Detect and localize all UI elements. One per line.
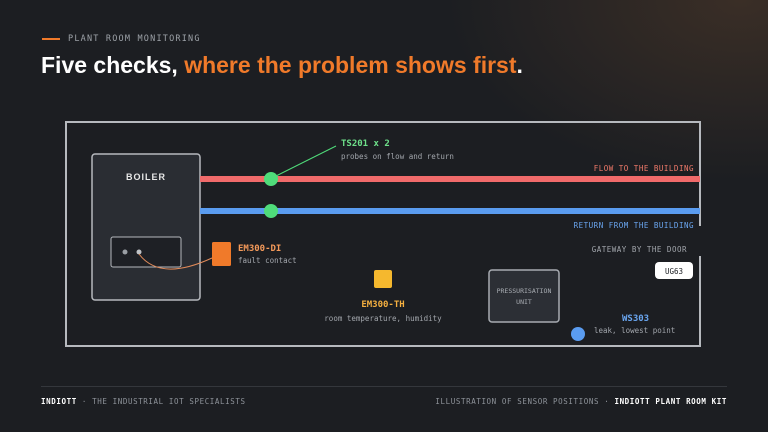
eyebrow-text: PLANT ROOM MONITORING	[68, 34, 201, 44]
gateway-device	[655, 262, 693, 279]
pressurisation-label-1: PRESSURISATION	[497, 287, 552, 295]
footer-divider	[41, 386, 727, 387]
pressurisation-label-2: UNIT	[516, 298, 532, 306]
page-title: Five checks, where the problem shows fir…	[41, 52, 523, 79]
ws303-sensor	[571, 327, 585, 341]
ts201-flow-probe	[264, 172, 278, 186]
ts201-return-probe	[264, 204, 278, 218]
footer-brand-name: INDIOTT	[41, 397, 77, 406]
panel-indicator-1	[122, 249, 128, 255]
gateway-label: GATEWAY BY THE DOOR	[592, 245, 687, 254]
gateway-device-label: UG63	[665, 267, 683, 276]
pressurisation-unit	[488, 269, 560, 323]
flow-label: FLOW TO THE BUILDING	[594, 164, 694, 173]
em300th-sensor	[374, 270, 392, 288]
footer-tagline: · THE INDUSTRIAL IOT SPECIALISTS	[76, 397, 246, 406]
boiler-label: BOILER	[126, 172, 166, 182]
boiler-control-panel	[110, 236, 182, 268]
footer-caption: ILLUSTRATION OF SENSOR POSITIONS · INDIO…	[435, 397, 727, 406]
eyebrow: PLANT ROOM MONITORING	[42, 33, 201, 45]
em300di-desc: fault contact	[238, 256, 297, 265]
ws303-desc: leak, lowest point	[594, 326, 675, 335]
ws303-name: WS303	[622, 314, 649, 324]
ts201-name: TS201 x 2	[341, 139, 390, 149]
panel-indicator-2	[136, 249, 142, 255]
room-outline	[65, 121, 701, 347]
return-label: RETURN FROM THE BUILDING	[574, 221, 694, 230]
title-accent: where the problem shows first	[184, 52, 517, 78]
footer-caption-text: ILLUSTRATION OF SENSOR POSITIONS ·	[435, 397, 615, 406]
em300th-desc: room temperature, humidity	[324, 314, 442, 323]
footer-brand: INDIOTT · THE INDUSTRIAL IOT SPECIALISTS	[41, 397, 246, 406]
ts201-desc: probes on flow and return	[341, 152, 454, 161]
title-plain: Five checks,	[41, 52, 185, 78]
em300di-name: EM300-DI	[238, 244, 281, 254]
title-end: .	[516, 52, 523, 78]
footer-kit-name: INDIOTT PLANT ROOM KIT	[614, 397, 727, 406]
ts201-leader-line	[271, 145, 337, 179]
eyebrow-rule	[42, 38, 60, 40]
em300th-name: EM300-TH	[361, 300, 404, 310]
em300di-sensor	[212, 242, 231, 266]
em300di-wire	[138, 253, 213, 270]
